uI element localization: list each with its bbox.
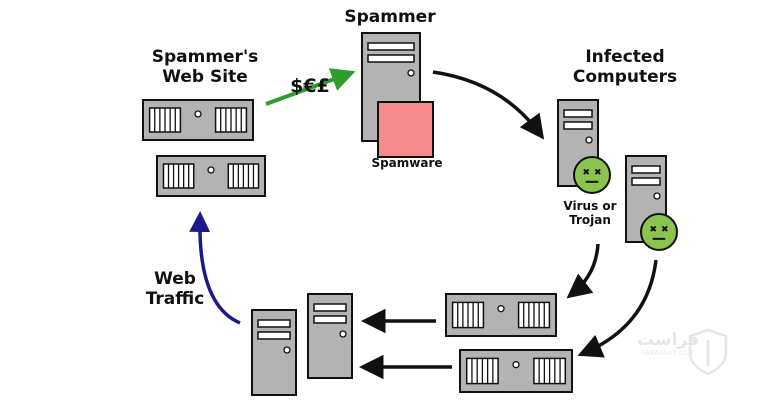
infected-computers-label: Infected Computers <box>565 47 685 87</box>
bottom-server-lower <box>459 349 573 393</box>
web-traffic-arrow <box>189 211 241 325</box>
hardware-group <box>142 32 678 396</box>
infected-line2: Computers <box>572 66 678 87</box>
spammer-web-site-line2: Web Site <box>162 66 248 87</box>
virus-trojan-label: Virus or Trojan <box>553 199 627 228</box>
virus-line1: Virus or <box>563 199 617 213</box>
money-arrow <box>265 68 356 106</box>
web-line2: Traffic <box>145 288 205 309</box>
spammer-web-site-line1: Spammer's <box>151 47 259 67</box>
bottom-tower-left <box>251 309 297 396</box>
arrows-group <box>189 68 728 380</box>
watermark-subtext: FARAASAT.COM <box>642 350 694 357</box>
web-server-bottom <box>156 155 266 197</box>
infected-line1: Infected <box>585 47 665 67</box>
virus-face-left <box>573 156 611 194</box>
watermark-text: فراست <box>636 330 700 350</box>
web-line1: Web <box>154 269 196 289</box>
spammer-label: Spammer <box>344 7 436 27</box>
money-label: $€£ <box>290 75 330 97</box>
spam-to-infected-arrow <box>432 70 545 140</box>
spamware-label: Spamware <box>371 156 443 170</box>
spamware-box <box>377 101 434 158</box>
virus-face-right <box>640 213 678 251</box>
bottom-server-upper <box>445 293 557 337</box>
web-traffic-label: Web Traffic <box>140 269 210 309</box>
virus-line2: Trojan <box>569 212 611 227</box>
watermark: فراست FARAASAT.COM <box>608 330 728 370</box>
infected-right-down-arrow <box>577 259 658 358</box>
spammer-web-site-label: Spammer's Web Site <box>140 47 270 87</box>
bottom-tower-right <box>307 293 353 379</box>
infected-left-down-arrow <box>566 243 600 299</box>
web-server-top <box>142 99 254 141</box>
watermark-shield-icon <box>688 328 728 376</box>
